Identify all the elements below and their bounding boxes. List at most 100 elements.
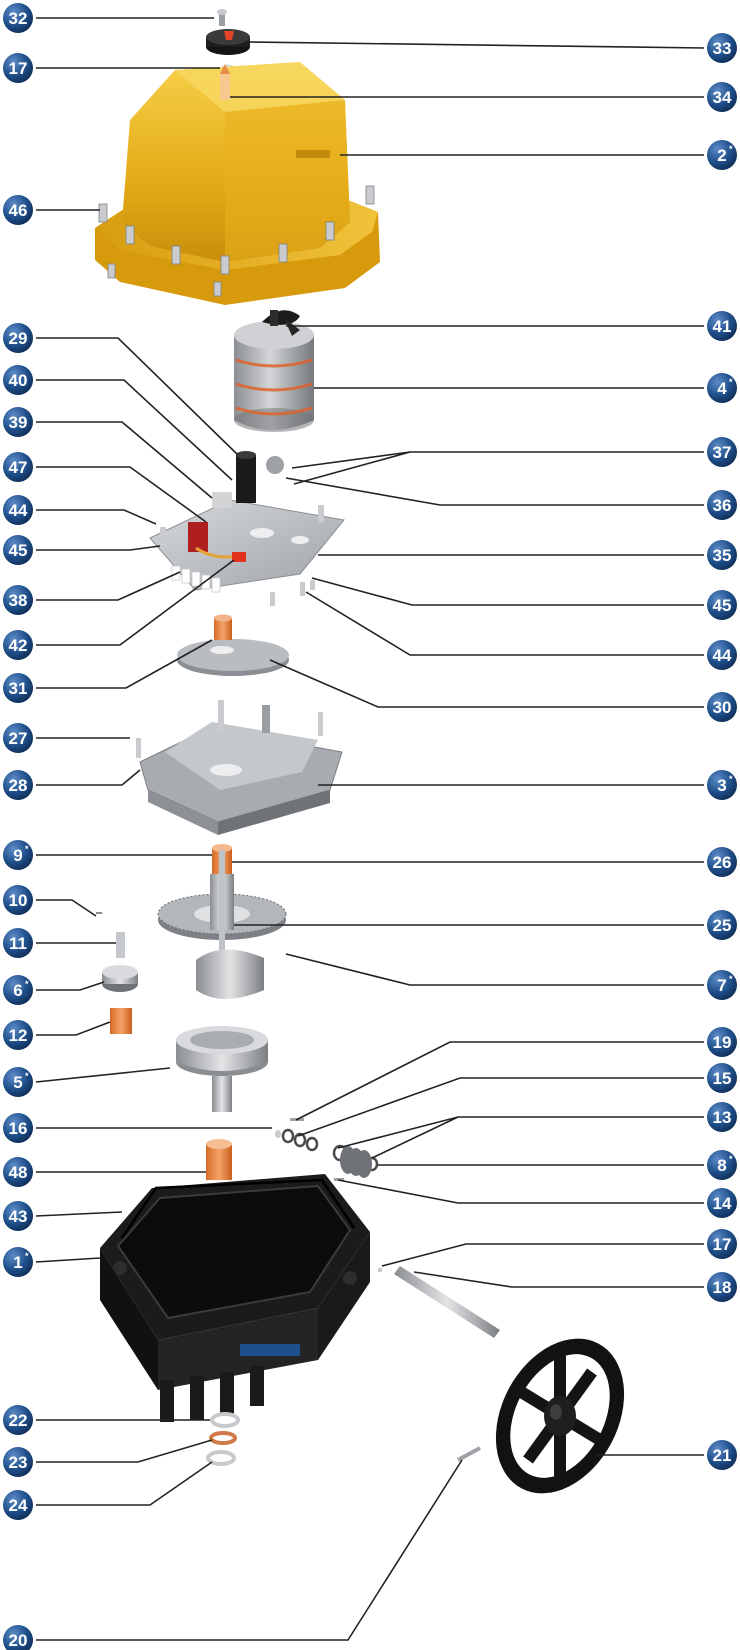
cam-disc-illustration (177, 614, 289, 676)
svg-text:42: 42 (9, 636, 28, 655)
svg-text:28: 28 (9, 776, 28, 795)
svg-text:20: 20 (9, 1631, 28, 1650)
callout-badge: 1* (3, 1247, 33, 1277)
callout-badge: 33 (707, 33, 737, 63)
svg-text:31: 31 (9, 679, 28, 698)
callout-badge: 44 (3, 495, 33, 525)
svg-text:16: 16 (9, 1119, 28, 1138)
svg-text:29: 29 (9, 329, 28, 348)
small-parts-illustration (96, 912, 138, 1034)
callout-badge: 20 (3, 1625, 33, 1650)
callout-badge: 36 (707, 490, 737, 520)
svg-text:40: 40 (9, 371, 28, 390)
callout-badge: 17 (707, 1229, 737, 1259)
svg-text:5: 5 (13, 1073, 22, 1092)
leader-line (285, 477, 704, 506)
leader-line (305, 591, 704, 656)
callout-badge: 5* (3, 1067, 33, 1097)
svg-text:1: 1 (13, 1253, 22, 1272)
leader-line (36, 559, 235, 646)
svg-text:23: 23 (9, 1453, 28, 1472)
leader-line (36, 1021, 111, 1036)
callout-badge: 25 (707, 910, 737, 940)
leader-line (295, 1041, 704, 1121)
callout-badge: 3* (707, 770, 737, 800)
leader-line (36, 1461, 213, 1506)
leader-line (311, 577, 704, 606)
callout-badge: 46 (3, 195, 33, 225)
callout-badge: 8* (707, 1150, 737, 1180)
callout-badge: 29 (3, 323, 33, 353)
svg-text:45: 45 (713, 596, 732, 615)
callout-badge: 48 (3, 1157, 33, 1187)
callout-badge: 15 (707, 1063, 737, 1093)
svg-text:47: 47 (9, 458, 28, 477)
leader-line (36, 1439, 213, 1463)
callout-badge: 2* (707, 140, 737, 170)
svg-text:18: 18 (713, 1278, 732, 1297)
svg-text:13: 13 (713, 1108, 732, 1127)
leader-line (249, 41, 705, 49)
leader-line (36, 639, 213, 689)
svg-text:37: 37 (713, 443, 732, 462)
callout-badge: 30 (707, 692, 737, 722)
svg-text:32: 32 (9, 9, 28, 28)
callout-badge: 14 (707, 1188, 737, 1218)
svg-text:26: 26 (713, 853, 732, 872)
callout-asterisk: * (729, 377, 733, 387)
callout-badge: 11 (3, 928, 33, 958)
svg-text:38: 38 (9, 591, 28, 610)
callout-asterisk: * (25, 979, 29, 989)
callout-badge: 37 (707, 437, 737, 467)
callout-asterisk: * (25, 844, 29, 854)
callout-badge: 24 (3, 1490, 33, 1520)
callout-badge: 23 (3, 1447, 33, 1477)
svg-text:22: 22 (9, 1411, 28, 1430)
svg-text:44: 44 (9, 501, 28, 520)
callout-badge: 41 (707, 311, 737, 341)
svg-text:45: 45 (9, 541, 28, 560)
callout-badge: 26 (707, 847, 737, 877)
callout-asterisk: * (729, 144, 733, 154)
svg-text:17: 17 (713, 1235, 732, 1254)
callout-asterisk: * (729, 774, 733, 784)
callout-badge: 10 (3, 885, 33, 915)
callout-badge: 35 (707, 540, 737, 570)
svg-text:14: 14 (713, 1194, 732, 1213)
callout-badges: 32 17 46 33 34 2* 29 40 39 47 44 45 38 4… (3, 3, 737, 1650)
handwheel-illustration (457, 1338, 625, 1494)
callout-badge: 13 (707, 1102, 737, 1132)
svg-text:17: 17 (9, 59, 28, 78)
callout-badge: 12 (3, 1020, 33, 1050)
svg-text:21: 21 (713, 1446, 732, 1465)
washers-illustration (206, 1412, 240, 1466)
leader-line (36, 337, 239, 456)
callout-badge: 22 (3, 1405, 33, 1435)
leader-line (36, 899, 97, 917)
leader-line (381, 1243, 704, 1267)
cover-handknob (206, 9, 250, 70)
cover-illustration (95, 62, 380, 305)
callout-badge: 9* (3, 840, 33, 870)
callout-badge: 32 (3, 3, 33, 33)
callout-asterisk: * (729, 974, 733, 984)
svg-text:35: 35 (713, 546, 732, 565)
leader-line (297, 1077, 704, 1137)
svg-text:10: 10 (9, 891, 28, 910)
leader-line (36, 981, 105, 991)
callout-badge: 40 (3, 365, 33, 395)
svg-text:19: 19 (713, 1033, 732, 1052)
callout-badge: 6* (3, 975, 33, 1005)
gear-train-illustration (157, 844, 287, 1112)
svg-text:3: 3 (717, 776, 726, 795)
svg-text:30: 30 (713, 698, 732, 717)
callout-asterisk: * (25, 1251, 29, 1261)
leader-line (269, 659, 704, 708)
leader-line (413, 1271, 704, 1288)
callout-badge: 38 (3, 585, 33, 615)
svg-text:25: 25 (713, 916, 732, 935)
leader-line (291, 451, 704, 469)
callout-badge: 45 (707, 590, 737, 620)
callout-badge: 16 (3, 1113, 33, 1143)
